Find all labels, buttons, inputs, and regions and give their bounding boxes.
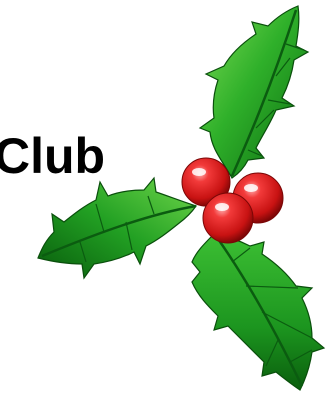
- holly-berries: [181, 157, 284, 244]
- holly-leaf-bottom: [191, 233, 326, 391]
- holly-leaf-left: [37, 176, 197, 280]
- holly-leaf-top: [198, 5, 310, 179]
- club-heading: Club: [0, 128, 106, 184]
